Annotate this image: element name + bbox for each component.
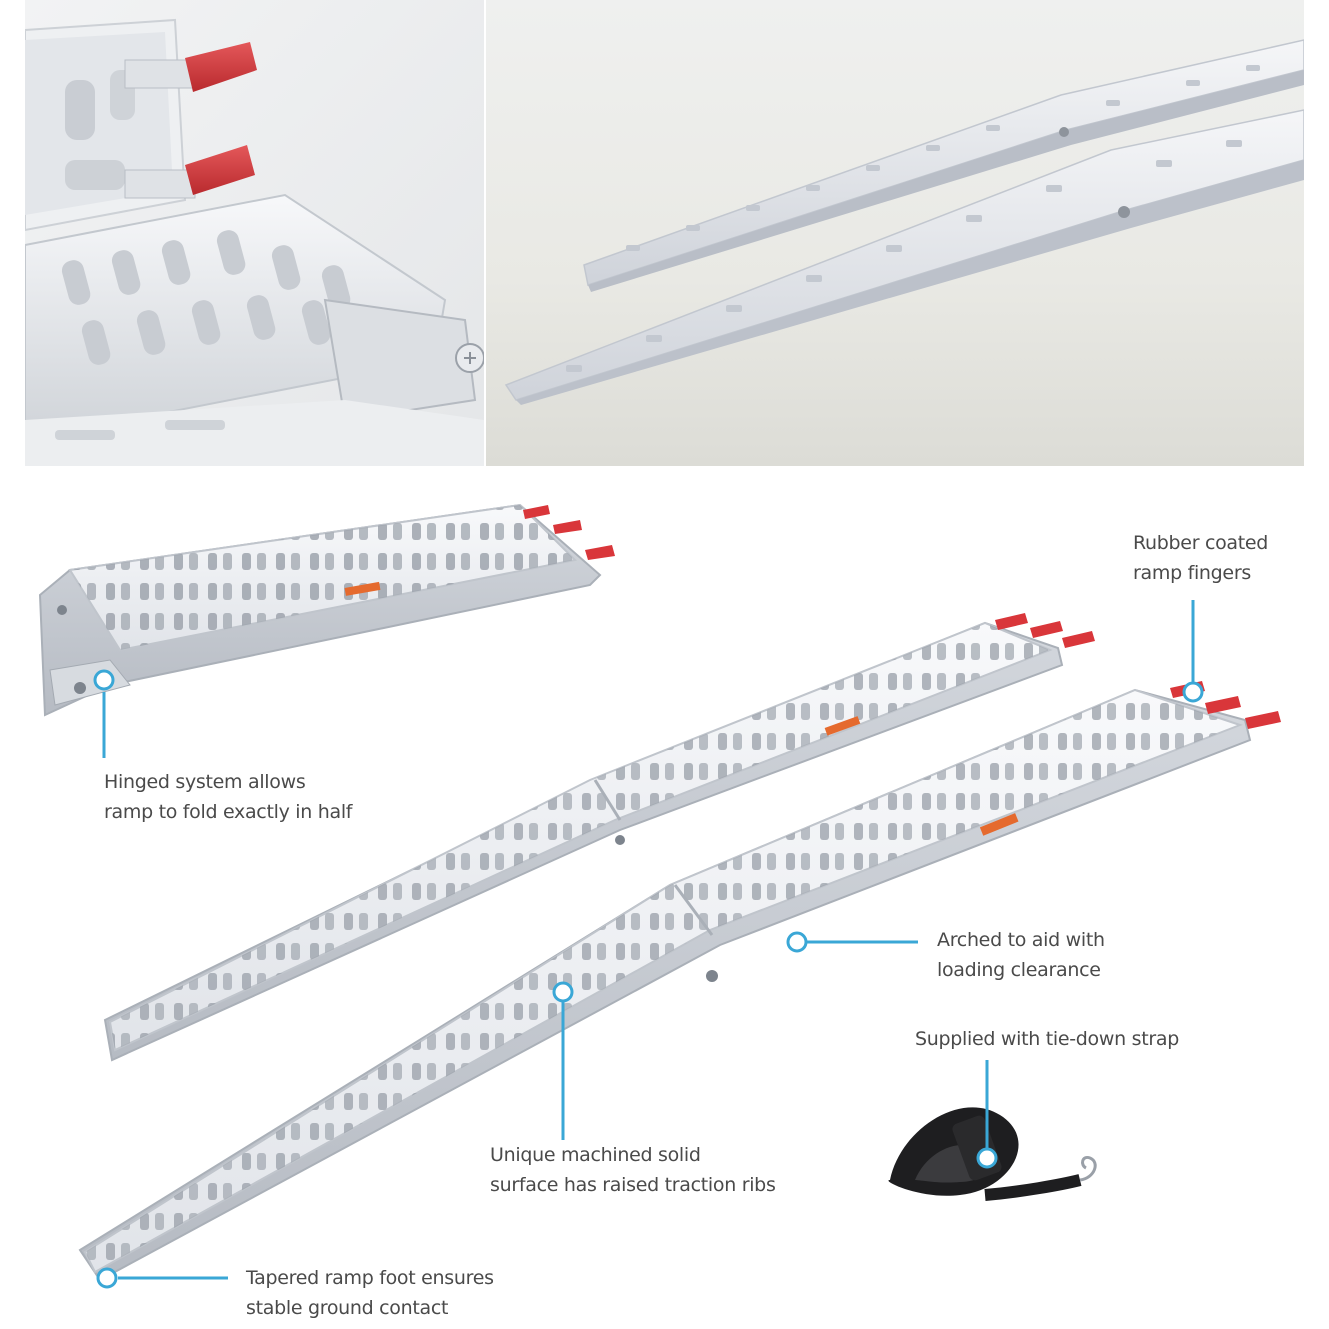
callout-foot-line1: Tapered ramp foot ensures — [246, 1267, 494, 1289]
folded-ramp — [38, 503, 615, 717]
callout-foot-line2: stable ground contact — [246, 1297, 449, 1319]
callout-surface-line1: Unique machined solid — [490, 1144, 701, 1166]
callout-markers — [93, 669, 1204, 1289]
back-ramp — [103, 613, 1095, 1062]
marker-foot — [96, 1267, 118, 1289]
hinge-closeup-illustration — [25, 0, 484, 466]
marker-hinge — [93, 669, 115, 691]
marker-rubber-fingers — [1182, 681, 1204, 703]
hook-icon — [1079, 1155, 1097, 1182]
callout-strap-line1: Supplied with tie-down strap — [915, 1028, 1179, 1050]
callout-rubber-fingers: Rubber coated ramp fingers — [1133, 528, 1268, 588]
marker-surface — [552, 981, 574, 1003]
callout-hinged-line2: ramp to fold exactly in half — [104, 801, 353, 823]
rubber-tip-upper — [185, 42, 257, 92]
callout-lines — [102, 600, 1195, 1280]
callout-strap: Supplied with tie-down strap — [915, 1024, 1179, 1054]
callout-hinged-line1: Hinged system allows — [104, 771, 306, 793]
unfolded-ramps-photo — [486, 0, 1304, 466]
marker-strap — [976, 1147, 998, 1169]
marker-arched — [786, 931, 808, 953]
ramp-diagram-illustration — [38, 503, 1281, 1289]
callout-arched-line1: Arched to aid with — [937, 929, 1105, 951]
callout-rubber-line2: ramp fingers — [1133, 562, 1251, 584]
callout-surface-line2: surface has raised traction ribs — [490, 1174, 776, 1196]
callout-arched-line2: loading clearance — [937, 959, 1101, 981]
features-diagram: Rubber coated ramp fingers Hinged system… — [0, 490, 1329, 1329]
callout-foot: Tapered ramp foot ensures stable ground … — [246, 1263, 494, 1323]
hinge-closeup-photo — [25, 0, 484, 466]
unfolded-ramps-illustration — [486, 0, 1304, 466]
front-ramp — [78, 681, 1281, 1282]
callout-surface: Unique machined solid surface has raised… — [490, 1140, 776, 1200]
rubber-tip-lower — [185, 145, 255, 195]
callout-rubber-line1: Rubber coated — [1133, 532, 1269, 554]
callout-arched: Arched to aid with loading clearance — [937, 925, 1105, 985]
callout-hinged-system: Hinged system allows ramp to fold exactl… — [104, 767, 352, 827]
